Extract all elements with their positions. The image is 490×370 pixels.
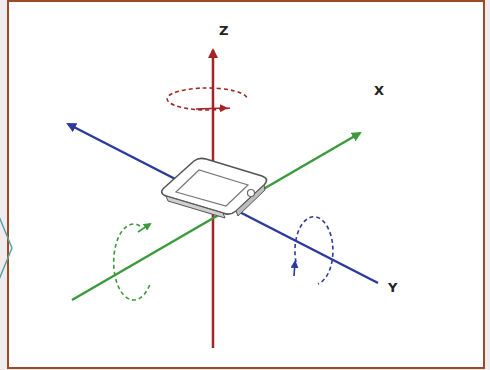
z-rotation-head: [196, 108, 226, 109]
side-chevron: [0, 214, 12, 282]
x-axis: [72, 133, 360, 300]
frame-border: [8, 1, 484, 368]
axis-label: Y: [388, 281, 397, 294]
axis-label: X: [374, 84, 384, 97]
axis-label: Z: [219, 24, 228, 37]
x-rotation: [114, 224, 150, 300]
x-rotation-head: [138, 224, 150, 232]
y-rotation-head: [294, 262, 295, 276]
tablet-device: [162, 158, 267, 218]
z-rotation: [167, 88, 247, 110]
y-rotation: [295, 217, 333, 284]
